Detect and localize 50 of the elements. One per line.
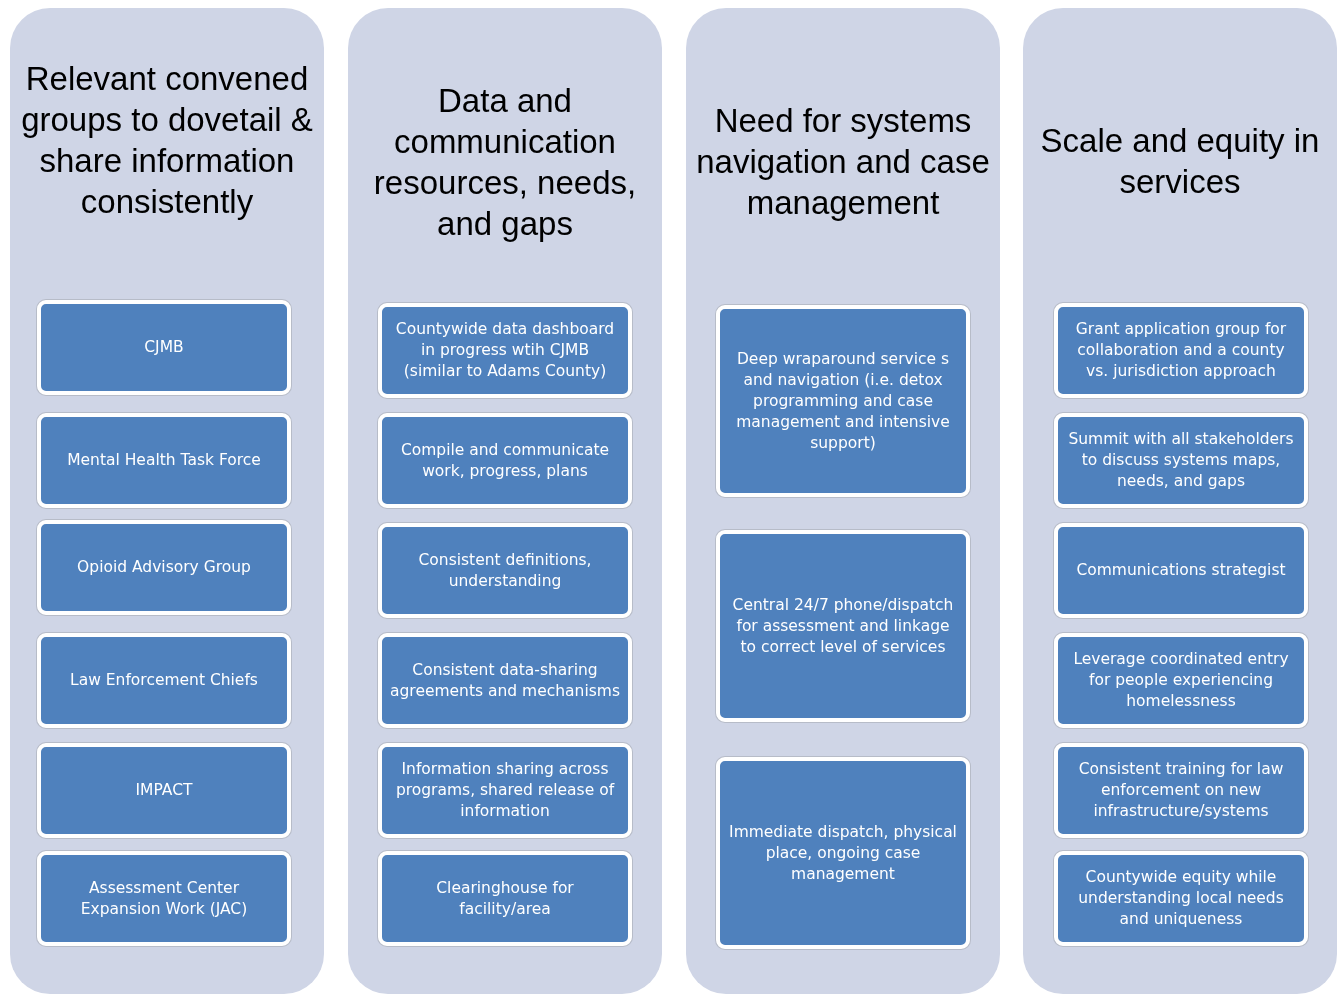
card-text: Summit with all stakeholders to discuss systems maps, needs, and gaps [1067, 429, 1295, 492]
item-card [378, 851, 632, 946]
card-text: Opioid Advisory Group [77, 557, 251, 578]
card-text: CJMB [144, 337, 184, 358]
item-card [37, 851, 291, 946]
card-text: Immediate dispatch, physical place, ongoing case management [728, 821, 958, 885]
item-card [1054, 303, 1308, 398]
column-panel [348, 8, 662, 994]
card-text: Countywide equity while understanding local needs and uniqueness [1077, 867, 1285, 930]
item-card [1054, 743, 1308, 838]
item-card [716, 757, 970, 949]
item-card [378, 633, 632, 728]
card-text: Leverage coordinated entry for people experiencing homelessness [1072, 649, 1290, 712]
column-panel [686, 8, 1000, 994]
card-text: Deep wraparound service s and navigation (i.e. detox programming and case management and intensive support) [735, 348, 951, 454]
card-text: Consistent data-sharing agreements and mechanisms [390, 659, 620, 702]
column-panel [1023, 8, 1337, 994]
item-card [378, 523, 632, 618]
card-text: Assessment Center Expansion Work (JAC) [79, 877, 249, 920]
card-text: Compile and communicate work, progress, plans [399, 439, 611, 482]
column-heading: Need for systems navigation and case management [695, 101, 991, 223]
column-heading: Data and communication resources, needs, and gaps [372, 81, 638, 244]
card-text: Law Enforcement Chiefs [70, 670, 258, 691]
item-card [1054, 851, 1308, 946]
item-card [1054, 633, 1308, 728]
column-heading: Relevant convened groups to dovetail & share information consistently [20, 59, 314, 222]
item-card [1054, 413, 1308, 508]
card-text: Information sharing across programs, shared release of information [394, 759, 616, 822]
card-text: Central 24/7 phone/dispatch for assessment and linkage to correct level of services [731, 594, 955, 658]
item-card [378, 743, 632, 838]
item-card [37, 633, 291, 728]
item-card [378, 303, 632, 398]
item-card [378, 413, 632, 508]
card-text: IMPACT [135, 780, 193, 801]
card-text: Consistent training for law enforcement on new infrastructure/systems [1077, 759, 1285, 822]
card-text: Communications strategist [1076, 560, 1286, 581]
item-card [716, 305, 970, 497]
card-text: Grant application group for collaboration and a county vs. jurisdiction approach [1074, 319, 1288, 382]
card-text: Clearinghouse for facility/area [435, 877, 575, 920]
item-card [1054, 523, 1308, 618]
item-card [37, 520, 291, 615]
item-card [37, 743, 291, 838]
card-text: Countywide data dashboard in progress wtih CJMB (similar to Adams County) [394, 319, 616, 382]
item-card [716, 530, 970, 722]
column-heading: Scale and equity in services [1039, 121, 1321, 202]
item-card [37, 413, 291, 508]
card-text: Consistent definitions, understanding [417, 549, 593, 592]
column-panel [10, 8, 324, 994]
card-text: Mental Health Task Force [67, 450, 261, 471]
item-card [37, 300, 291, 395]
